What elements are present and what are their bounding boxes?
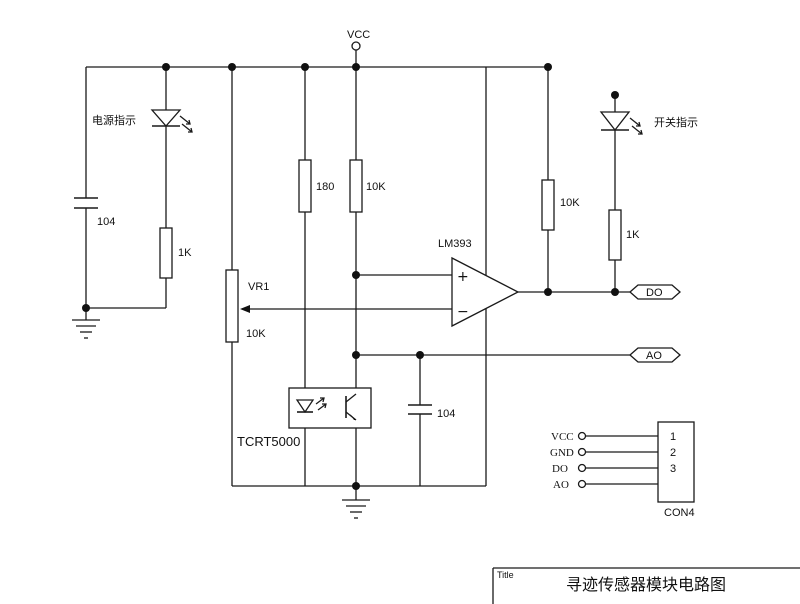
resistor-pullup-value: 10K xyxy=(560,197,580,209)
comparator-lm393 xyxy=(451,256,520,328)
connector-pin-4-signal: AO xyxy=(553,479,569,491)
comparator-plus: + xyxy=(457,269,469,285)
switch-led xyxy=(599,111,643,135)
resistor-switch-led xyxy=(608,209,622,261)
title-block-text: 寻迹传感器模块电路图 xyxy=(566,575,726,594)
resistor-photo xyxy=(349,159,363,213)
potentiometer-name: VR1 xyxy=(248,281,269,293)
capacitor-c2-value: 104 xyxy=(437,408,455,420)
wires xyxy=(85,50,658,500)
resistor-switch-led-value: 1K xyxy=(626,229,640,241)
resistor-power-led xyxy=(159,227,173,279)
title-block xyxy=(492,567,800,604)
tcrt5000-sensor xyxy=(288,387,372,429)
resistor-pullup xyxy=(541,179,555,231)
junction-dots xyxy=(82,63,619,490)
connector-pin-2-number: 2 xyxy=(670,447,676,459)
port-ao xyxy=(629,347,681,363)
resistor-photo-value: 10K xyxy=(366,181,386,193)
title-block-label: Title xyxy=(497,570,514,580)
port-do-label: DO xyxy=(646,287,663,299)
vcc-terminal xyxy=(351,41,361,51)
potentiometer-vr1 xyxy=(225,269,239,343)
connector-name: CON4 xyxy=(664,507,695,519)
capacitor-c1 xyxy=(74,197,98,209)
resistor-ir-led xyxy=(298,159,312,213)
potentiometer-wiper-arrow xyxy=(240,305,250,313)
resistor-ir-led-value: 180 xyxy=(316,181,334,193)
connector-pin-3-signal: DO xyxy=(552,463,568,475)
ground-symbol-left xyxy=(72,319,100,339)
ground-symbol-bottom xyxy=(342,499,370,519)
comparator-minus: − xyxy=(457,304,469,320)
capacitor-c1-value: 104 xyxy=(97,216,115,228)
port-ao-label: AO xyxy=(646,350,662,362)
resistor-power-led-value: 1K xyxy=(178,247,192,259)
connector-pin-1-signal: VCC xyxy=(551,431,574,443)
connector-pin-3-number: 3 xyxy=(670,463,676,475)
switch-led-label: 开关指示 xyxy=(654,115,698,129)
connector-pin-1-number: 1 xyxy=(670,431,676,443)
sensor-label: TCRT5000 xyxy=(237,434,300,449)
comparator-label: LM393 xyxy=(438,238,472,250)
power-led xyxy=(150,109,193,133)
connector-con4 xyxy=(577,421,695,503)
power-led-label: 电源指示 xyxy=(92,113,136,127)
connector-pin-2-signal: GND xyxy=(550,447,574,459)
port-do xyxy=(629,284,681,300)
potentiometer-value: 10K xyxy=(246,328,266,340)
capacitor-c2 xyxy=(408,404,432,415)
vcc-label: VCC xyxy=(347,29,370,41)
